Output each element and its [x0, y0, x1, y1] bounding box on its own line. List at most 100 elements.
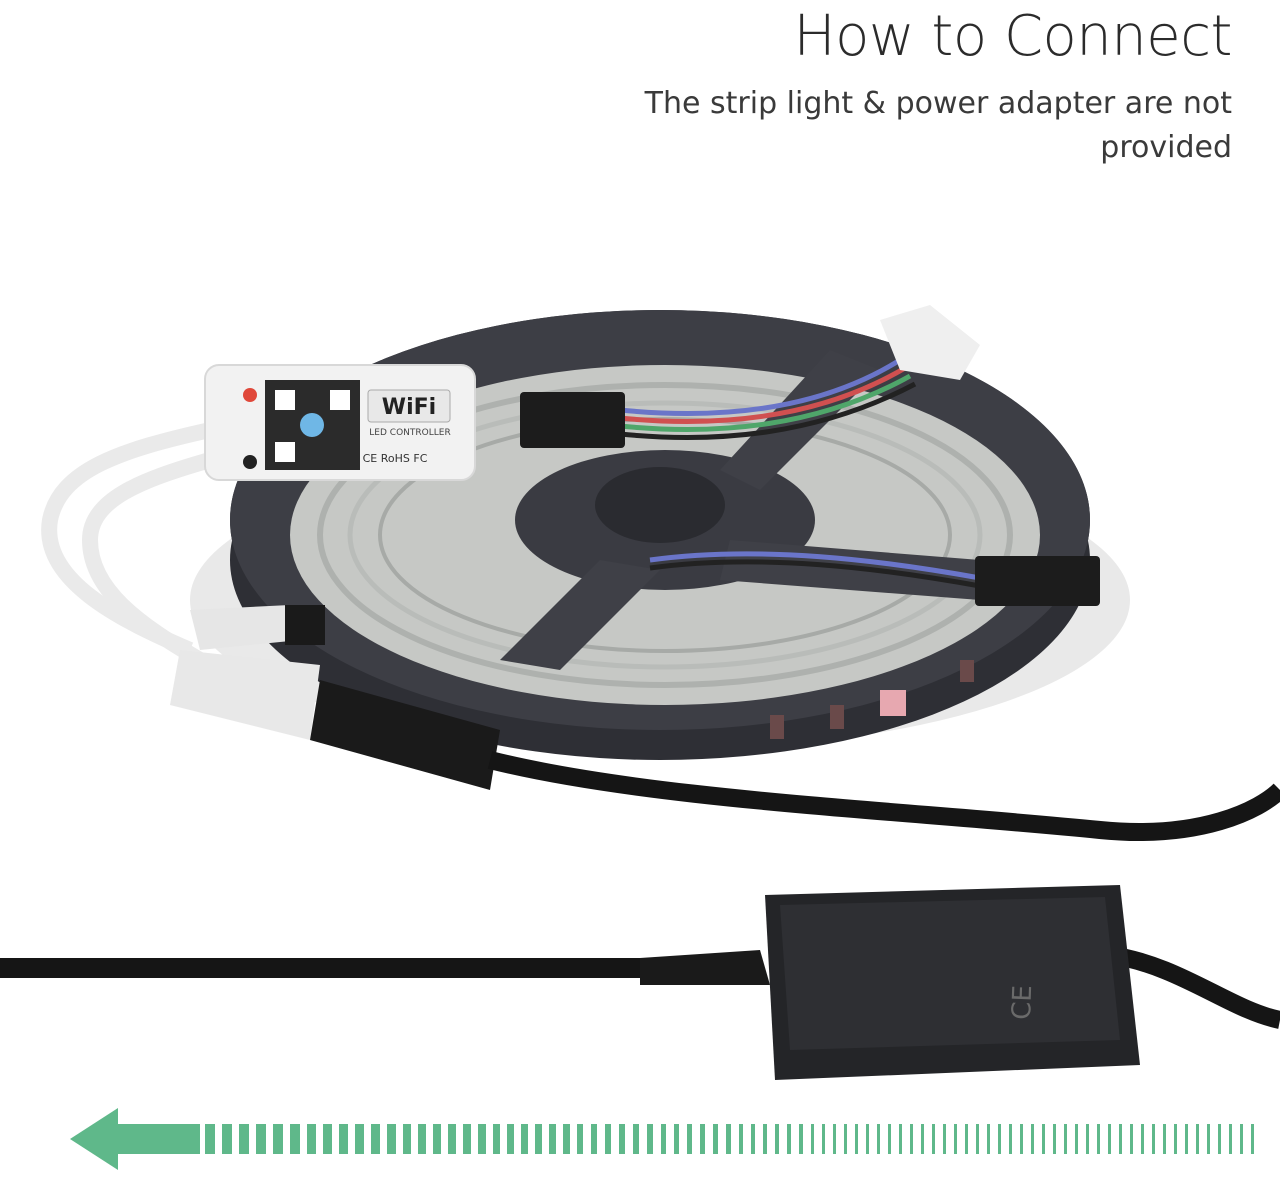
arrow-dash	[1240, 1124, 1243, 1154]
arrow-dash	[1218, 1124, 1221, 1154]
power-adapter: CE	[765, 885, 1140, 1080]
arrow-dash	[290, 1124, 300, 1154]
arrow-dash	[844, 1124, 847, 1154]
controller-sub-label: LED CONTROLLER	[369, 428, 450, 438]
wifi-controller: WiFi LED CONTROLLER CE RoHS FC	[41, 364, 476, 667]
arrow-dash	[633, 1124, 639, 1154]
led-chip	[830, 705, 844, 729]
direction-arrow	[70, 1108, 1254, 1170]
arrow-dash	[463, 1124, 471, 1154]
dc-power-plug	[310, 680, 500, 790]
arrow-dash	[1097, 1124, 1100, 1154]
arrow-dash	[1185, 1124, 1188, 1154]
arrow-dash	[1020, 1124, 1023, 1154]
arrow-dash	[1086, 1124, 1089, 1154]
arrow-dash	[619, 1124, 625, 1154]
arrow-dash	[1196, 1124, 1199, 1154]
controller-button	[243, 455, 257, 469]
led-chip	[960, 660, 974, 682]
arrow-dashes	[205, 1124, 1254, 1154]
product-photo: WiFi LED CONTROLLER CE RoHS FC CE	[0, 305, 1280, 1080]
arrow-dash	[726, 1124, 731, 1154]
wifi-badge-label: WiFi	[382, 395, 436, 420]
arrow-dash	[205, 1124, 215, 1154]
arrow-dash	[674, 1124, 679, 1154]
arrow-dash	[433, 1124, 441, 1154]
dc-connectors	[170, 605, 500, 790]
arrow-dash	[339, 1124, 348, 1154]
led-chip	[770, 715, 784, 739]
arrow-dash	[775, 1124, 779, 1154]
arrow-dash	[1053, 1124, 1056, 1154]
strip-end-cap	[880, 305, 980, 380]
arrow-dash	[739, 1124, 743, 1154]
arrow-dash	[998, 1124, 1001, 1154]
arrow-dash	[591, 1124, 597, 1154]
arrow-dash	[661, 1124, 666, 1154]
arrow-dash	[1174, 1124, 1177, 1154]
arrow-dash	[1009, 1124, 1012, 1154]
arrow-dash	[1075, 1124, 1078, 1154]
arrow-dash	[877, 1124, 880, 1154]
arrow-dash	[647, 1124, 653, 1154]
arrow-dash	[605, 1124, 611, 1154]
arrow-dash	[478, 1124, 486, 1154]
arrow-dash	[687, 1124, 692, 1154]
arrow-dash	[855, 1124, 858, 1154]
arrow-dash	[910, 1124, 913, 1154]
rgb-plug	[520, 392, 625, 448]
arrow-dash	[822, 1124, 825, 1154]
arrow-dash	[1130, 1124, 1133, 1154]
arrow-dash	[387, 1124, 396, 1154]
led-chip	[880, 690, 906, 716]
arrow-dash	[507, 1124, 514, 1154]
arrow-dash	[811, 1124, 814, 1154]
arrow-dash	[239, 1124, 249, 1154]
arrow-dash	[418, 1124, 426, 1154]
arrow-dash	[965, 1124, 968, 1154]
arrow-dash	[899, 1124, 902, 1154]
arrow-dash	[1251, 1124, 1254, 1154]
arrow-dash	[751, 1124, 755, 1154]
arrow-dash	[1031, 1124, 1034, 1154]
arrow-dash	[222, 1124, 232, 1154]
arrow-dash	[1119, 1124, 1122, 1154]
arrow-dash	[1042, 1124, 1045, 1154]
arrow-dash	[1152, 1124, 1155, 1154]
dc-jack-plug	[285, 605, 325, 645]
arrow-dash	[1064, 1124, 1067, 1154]
arrow-dash	[1108, 1124, 1111, 1154]
arrow-dash	[371, 1124, 380, 1154]
arrow-dash	[799, 1124, 803, 1154]
arrow-dash	[323, 1124, 332, 1154]
arrow-dash	[448, 1124, 456, 1154]
wifi-badge	[367, 389, 451, 423]
arrow-dash	[355, 1124, 364, 1154]
reel-spoke	[500, 560, 660, 670]
power-cable-output	[487, 751, 1280, 841]
arrow-dash	[888, 1124, 891, 1154]
reel-hub-center	[595, 467, 725, 543]
arrow-dash	[493, 1124, 500, 1154]
page-subtitle: The strip light & power adapter are not …	[644, 86, 1232, 165]
arrow-dash	[921, 1124, 924, 1154]
rgb-connector-cable	[520, 305, 1100, 606]
arrow-dash	[787, 1124, 791, 1154]
arrow-dash	[577, 1124, 583, 1154]
arrow-dash	[700, 1124, 705, 1154]
arrow-dash	[521, 1124, 528, 1154]
arrow-dash	[256, 1124, 266, 1154]
arrow-dash	[1141, 1124, 1144, 1154]
arrow-dash	[1229, 1124, 1232, 1154]
arrow-dash	[943, 1124, 946, 1154]
arrow-dash	[535, 1124, 542, 1154]
arrow-dash	[403, 1124, 411, 1154]
arrow-dash	[932, 1124, 935, 1154]
arrow-dash	[563, 1124, 570, 1154]
arrow-dash	[713, 1124, 718, 1154]
arrow-dash	[549, 1124, 556, 1154]
page-title: How to Connect	[793, 4, 1232, 69]
arrow-dash	[833, 1124, 836, 1154]
strip-plug	[975, 556, 1100, 606]
arrow-shaft	[115, 1124, 200, 1154]
